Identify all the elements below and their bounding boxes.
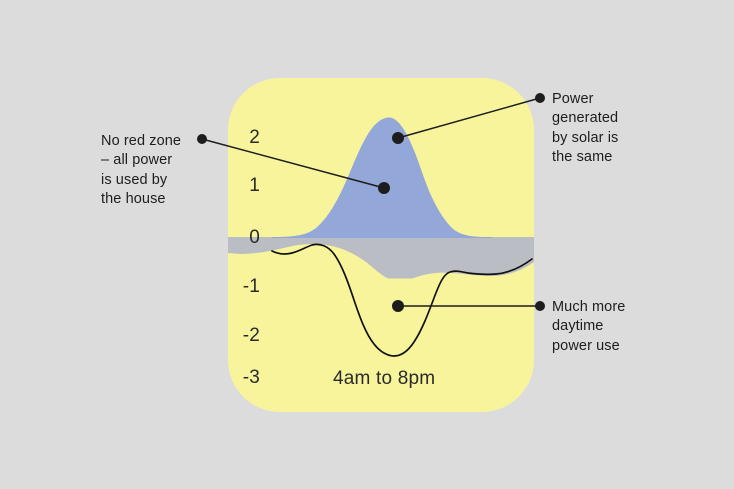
callout-no-red-zone: No red zone – all power is used by the h… xyxy=(101,132,221,209)
leader-dot-solar-same-anchor xyxy=(392,132,404,144)
leader-dot-no-red-zone-anchor xyxy=(378,182,390,194)
callout-daytime-use: Much more daytime power use xyxy=(552,298,692,356)
leader-dot-no-red-zone-outer xyxy=(197,134,207,144)
callout-daytime-use-line-2: daytime xyxy=(552,318,604,335)
y-axis-tick-2: 2 xyxy=(249,127,260,148)
callout-daytime-use-line-1: Much more xyxy=(552,299,626,315)
callout-no-red-zone-line-3: is used by xyxy=(101,171,168,188)
leader-dot-daytime-use-outer xyxy=(535,301,545,311)
leader-line-solar-same xyxy=(397,97,541,139)
leader-line-no-red-zone xyxy=(201,138,385,189)
power-use-line xyxy=(271,243,533,357)
callout-solar-same-line-3: by solar is xyxy=(552,129,619,146)
y-axis-tick-minus-1: -1 xyxy=(242,276,260,297)
y-axis-tick-0: 0 xyxy=(249,227,260,248)
y-axis-tick-1: 1 xyxy=(249,175,260,196)
y-axis-tick-minus-3: -3 xyxy=(242,367,260,388)
callout-daytime-use-line-3: power use xyxy=(552,337,620,354)
callout-solar-same-line-1: Power xyxy=(552,91,594,107)
x-axis-caption: 4am to 8pm xyxy=(333,368,436,389)
callout-no-red-zone-line-2: – all power xyxy=(101,152,173,169)
callout-no-red-zone-line-1: No red zone xyxy=(101,133,182,149)
callout-no-red-zone-line-4: the house xyxy=(101,190,166,207)
callout-solar-same-line-4: the same xyxy=(552,148,613,165)
grid-band-area xyxy=(228,237,534,279)
callout-solar-same: Power generated by solar is the same xyxy=(552,90,692,167)
leader-dot-daytime-use-anchor xyxy=(392,300,404,312)
y-axis-tick-minus-2: -2 xyxy=(242,325,260,346)
callout-solar-same-line-2: generated xyxy=(552,110,619,127)
solar-generation-area xyxy=(272,117,492,238)
leader-dot-solar-same-outer xyxy=(535,93,545,103)
